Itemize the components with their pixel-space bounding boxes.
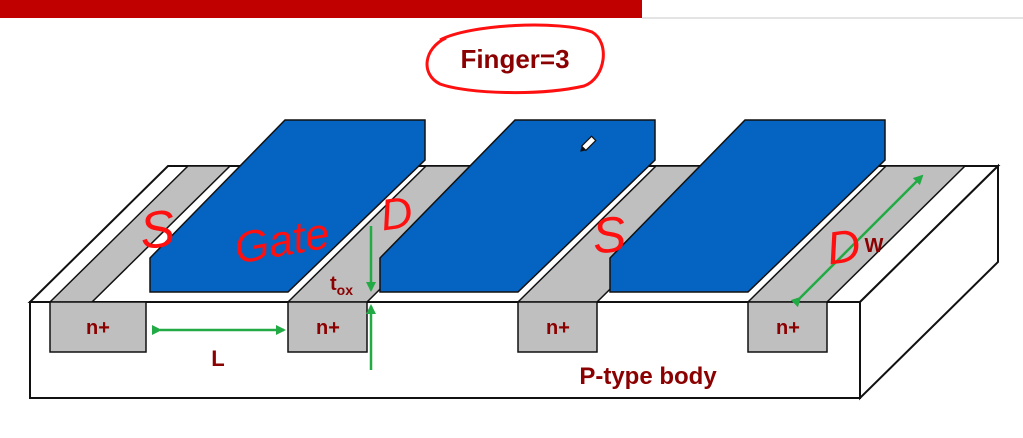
handwritten-drain-1: D [377, 188, 415, 241]
slide-title: Finger=3 [460, 44, 569, 74]
n-plus-label-2: n+ [316, 317, 340, 339]
n-plus-label-3: n+ [546, 317, 570, 339]
body-label: P-type body [579, 363, 717, 390]
length-label: L [211, 346, 224, 371]
n-plus-label-1: n+ [86, 317, 110, 339]
diffusion-front-4 [747, 301, 828, 353]
width-label: W [865, 235, 884, 257]
top-accent-bar [0, 0, 642, 18]
diffusion-front-1 [49, 301, 147, 353]
width-arrow [790, 174, 924, 308]
diffusion-front-3 [517, 301, 598, 353]
tox-label: tox [330, 273, 353, 298]
gate-finger-2 [379, 119, 656, 293]
substrate-front-face [29, 301, 861, 399]
diffusion-front-2 [287, 301, 368, 353]
title-circle-annotation [425, 23, 605, 95]
handwritten-drain-2: D [823, 218, 863, 274]
pencil-cursor-icon [580, 135, 597, 152]
n-plus-label-4: n+ [776, 317, 800, 339]
handwritten-source-2: S [589, 206, 628, 265]
handwritten-source-1: S [137, 200, 178, 261]
gate-finger-3 [609, 119, 886, 293]
gate-finger-1 [149, 119, 426, 293]
